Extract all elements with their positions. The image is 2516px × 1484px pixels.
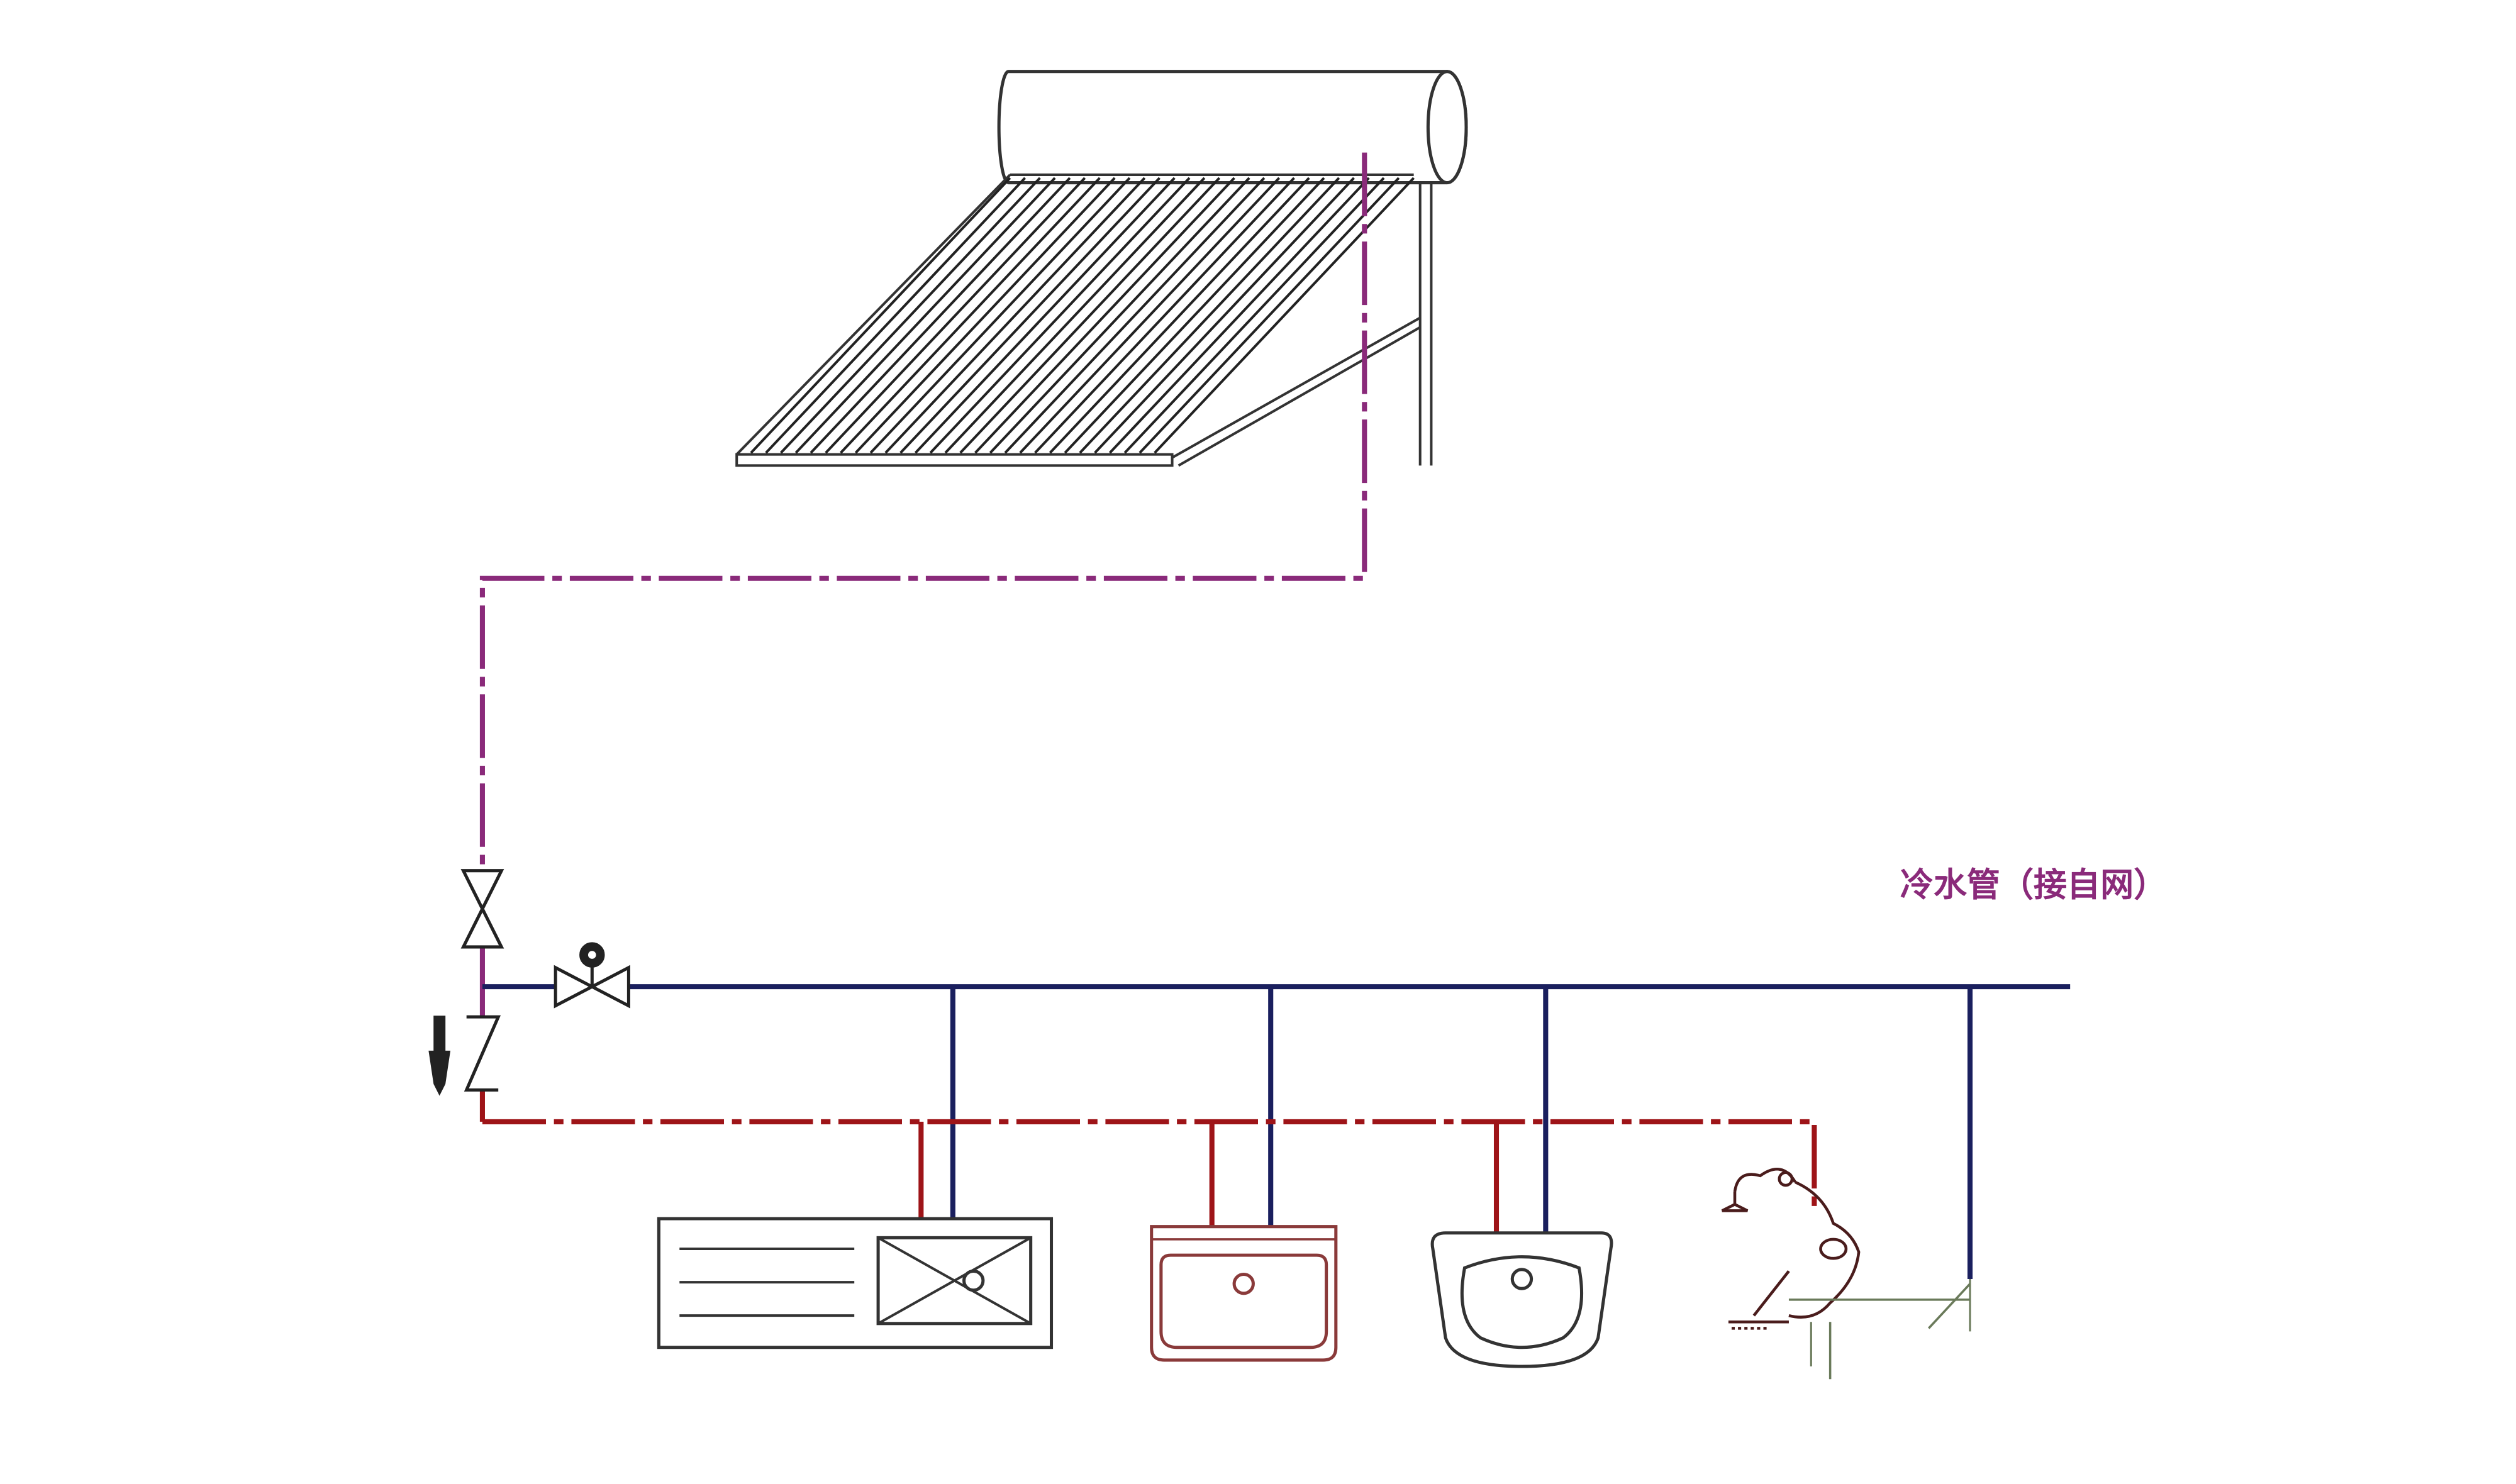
collector-tube bbox=[869, 177, 1131, 454]
collector-tube bbox=[854, 177, 1116, 454]
collector-tube bbox=[1123, 177, 1385, 454]
collector-tube bbox=[794, 177, 1056, 454]
collector-tube bbox=[1154, 177, 1415, 454]
collector-tube bbox=[929, 177, 1191, 454]
collector-tube bbox=[974, 177, 1235, 454]
collector-tube bbox=[825, 177, 1086, 454]
solar-supply-pipe bbox=[479, 152, 1367, 1017]
shower-head-icon bbox=[1721, 1168, 1971, 1380]
collector-tube bbox=[840, 177, 1101, 454]
collector-tube bbox=[780, 177, 1041, 454]
collector-tube bbox=[1108, 177, 1370, 454]
collector-tube bbox=[989, 177, 1250, 454]
washbasin-icon bbox=[1150, 1225, 1338, 1362]
gate-valve-icon bbox=[460, 869, 504, 949]
collector-tube bbox=[944, 177, 1206, 454]
collector-tube bbox=[884, 177, 1146, 454]
collector-tube bbox=[1079, 177, 1340, 454]
collector-tube bbox=[1064, 177, 1325, 454]
pressure-reducing-valve-icon bbox=[554, 942, 630, 1009]
collector-tube bbox=[1034, 177, 1295, 454]
collector-tube bbox=[765, 177, 1027, 454]
solar-water-heater-icon bbox=[735, 70, 1468, 467]
collector-tube bbox=[1004, 177, 1266, 454]
collector-tube bbox=[1138, 177, 1400, 454]
kitchen-sink-icon bbox=[657, 1217, 1054, 1349]
collector-tube bbox=[750, 177, 1011, 454]
check-valve-icon bbox=[464, 1015, 501, 1092]
collector-tube bbox=[1019, 177, 1281, 454]
collector-tube bbox=[1094, 177, 1355, 454]
collector-tube bbox=[899, 177, 1161, 454]
collector-tube bbox=[959, 177, 1221, 454]
cold-water-main-label: 冷水管（接自网） bbox=[1900, 865, 2167, 904]
washbasin-icon bbox=[1430, 1231, 1613, 1368]
collector-tube bbox=[810, 177, 1071, 454]
collector-tube bbox=[914, 177, 1176, 454]
faucet-icon bbox=[428, 1016, 451, 1096]
collector-tube bbox=[1049, 177, 1310, 454]
